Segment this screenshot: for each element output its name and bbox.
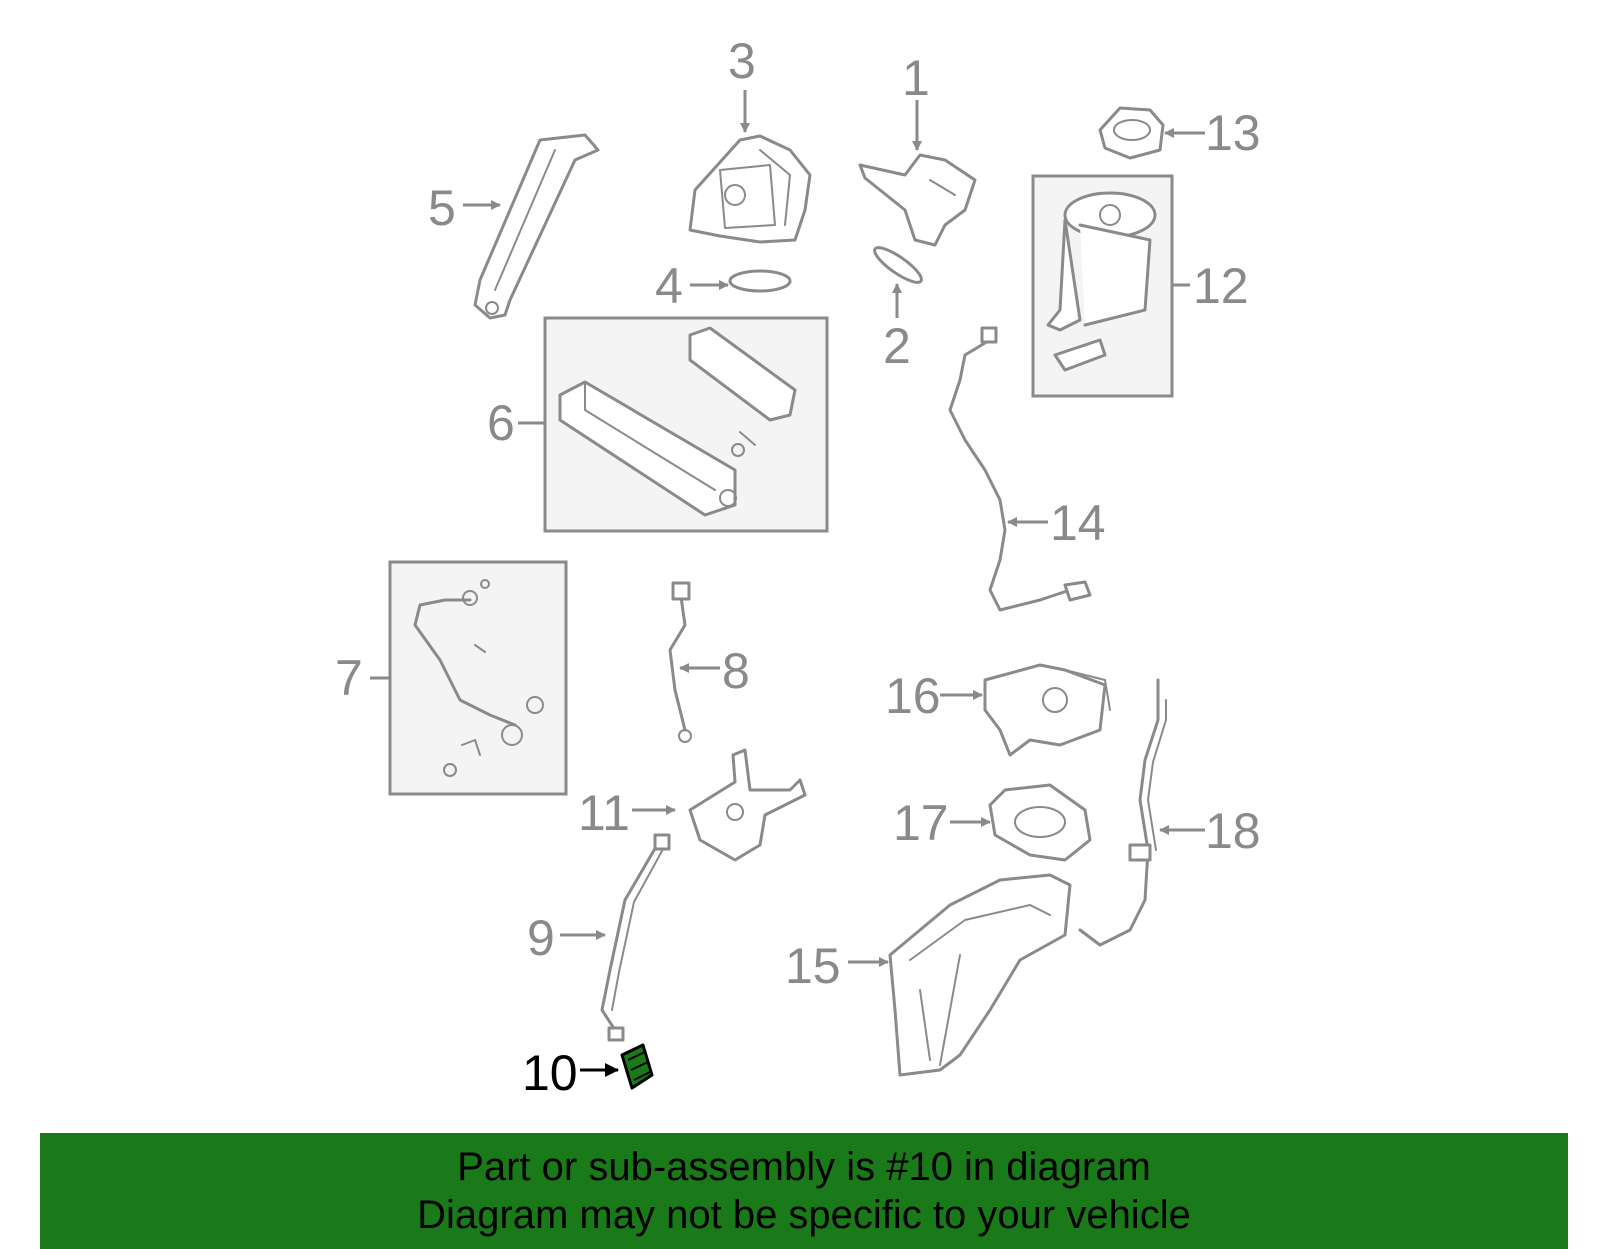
callout-13: 13: [1205, 105, 1261, 161]
part-3-housing: [688, 134, 812, 244]
part-1-component: [858, 153, 977, 247]
callout-3: 3: [728, 33, 756, 89]
callout-10: 10: [522, 1045, 578, 1101]
banner-line-2: Diagram may not be specific to your vehi…: [417, 1193, 1191, 1237]
part-17-gasket: [988, 783, 1092, 862]
callout-14: 14: [1050, 495, 1106, 551]
part-13-cap: [1098, 106, 1165, 160]
banner-line-1: Part or sub-assembly is #10 in diagram: [457, 1145, 1151, 1189]
part-14-harness: [948, 326, 1092, 612]
part-6-cooler: [558, 326, 797, 517]
part-10-fitting: [620, 1043, 654, 1090]
callout-1: 1: [902, 50, 930, 106]
callout-5: 5: [428, 180, 456, 236]
part-2-gasket: [873, 246, 923, 284]
info-banner: Part or sub-assembly is #10 in diagram D…: [40, 1133, 1568, 1249]
callout-15: 15: [785, 938, 841, 994]
part-18-dipstick-tube: [1078, 678, 1167, 947]
part-4-oring: [728, 269, 792, 293]
callout-8: 8: [722, 643, 750, 699]
callout-2: 2: [883, 318, 911, 374]
callout-11: 11: [578, 785, 630, 841]
callout-7: 7: [335, 650, 363, 706]
callout-18: 18: [1205, 803, 1261, 859]
callout-6: 6: [487, 395, 515, 451]
part-7-tube-kit: [413, 579, 544, 777]
group-box-7: [388, 560, 568, 796]
part-5-tube: [473, 133, 600, 320]
callout-9: 9: [527, 910, 555, 966]
callout-4: 4: [655, 258, 683, 314]
callout-16: 16: [885, 668, 941, 724]
callout-17: 17: [893, 795, 949, 851]
part-11-valve: [688, 748, 807, 862]
callout-12: 12: [1193, 258, 1249, 314]
part-9-line: [600, 833, 671, 1042]
part-12-assembly: [1046, 191, 1157, 372]
part-16-valve: [983, 663, 1111, 757]
part-8-sensor: [668, 581, 692, 743]
part-15-oil-pan: [888, 873, 1072, 1077]
